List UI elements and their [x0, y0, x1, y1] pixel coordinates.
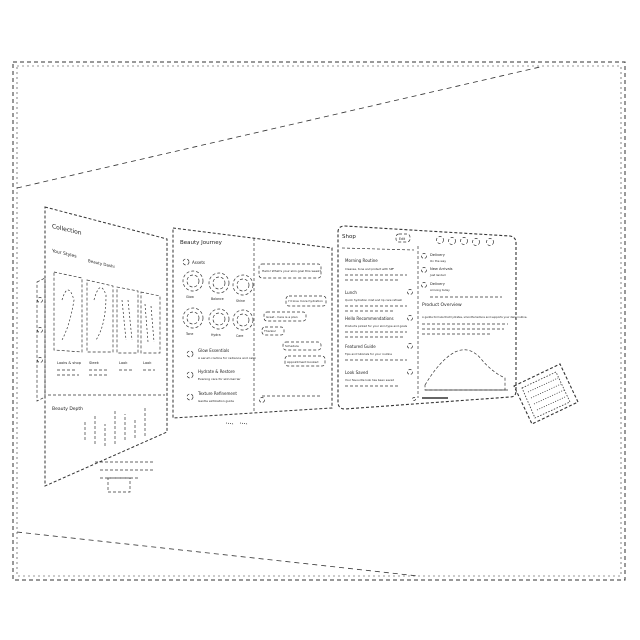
- feed-item-title-3: Hello Recommendations: [345, 316, 394, 321]
- right-panel-chip: Edit: [399, 237, 406, 241]
- feed-item-title-1: Morning Routine: [345, 258, 378, 263]
- middle-list-item-desc-3: Gentle exfoliation guide: [198, 399, 234, 403]
- chat-message-2: I'd love more hydration: [288, 299, 323, 303]
- middle-list: Glow Essentials A serum routine for radi…: [187, 348, 256, 403]
- feed-item-desc-4: Tips and tutorials for your routine: [344, 352, 392, 356]
- side-item-desc-2: Just landed: [429, 273, 446, 277]
- room-frame: [13, 62, 625, 580]
- middle-list-item-title-2: Hydrate & Restore: [198, 369, 235, 374]
- ring-label-4: Tone: [185, 332, 193, 336]
- middle-list-item-desc-1: A serum routine for radiance and calm: [198, 356, 256, 360]
- feed-item-title-2: Lunch: [345, 290, 357, 295]
- phone-device: [514, 364, 578, 424]
- ring-label-3: Shine: [236, 299, 245, 303]
- right-panel: Shop Edit Morning Routine Cleanse, tone …: [338, 226, 527, 409]
- ring-label-2: Balance: [211, 297, 224, 301]
- side-item-desc-3: Arriving today: [430, 288, 450, 292]
- left-panel: Collection Your Styles Beauty Dashi Look…: [37, 207, 167, 492]
- middle-list-item-title-1: Glow Essentials: [198, 348, 229, 353]
- left-card-caption-3: Look: [119, 361, 128, 365]
- side-item-title-1: Delivery: [430, 253, 446, 257]
- ring-label-1: Glow: [186, 295, 194, 299]
- side-item-desc-1: On the way: [430, 259, 446, 263]
- left-card-caption-1: Looks & shop: [57, 361, 82, 365]
- chat-message-5: Schedule: [285, 344, 299, 348]
- left-panel-subtitle: Your Styles: [51, 248, 77, 260]
- side-item-title-2: New Arrivals: [430, 267, 453, 271]
- middle-panel: Beauty Journey Assets Glow Balance Shine…: [173, 228, 332, 424]
- middle-panel-title: Beauty Journey: [180, 240, 223, 246]
- right-feed: Morning Routine Cleanse, tone and protec…: [344, 258, 413, 386]
- detail-area-chart: [425, 350, 505, 390]
- detail-title: Product Overview: [422, 302, 462, 308]
- feed-item-desc-1: Cleanse, tone and protect with SPF: [345, 267, 394, 271]
- left-panel-bottom-label: Beauty Depth: [52, 406, 83, 412]
- left-card-caption-4: Look: [143, 361, 152, 365]
- middle-list-item-desc-2: Evening care for skin barrier: [198, 377, 241, 381]
- right-panel-title: Shop: [342, 234, 356, 240]
- middle-chat: Hello! What's your skin goal this week? …: [259, 264, 326, 403]
- feed-item-title-5: Look Saved: [345, 370, 368, 375]
- side-item-title-3: Delivery: [430, 282, 446, 286]
- feed-item-desc-3: Products picked for your skin type and g…: [345, 324, 408, 328]
- chat-message-1: Hello! What's your skin goal this week?: [262, 269, 321, 273]
- feed-item-desc-2: Quick hydration mist and lip care refres…: [345, 298, 402, 302]
- middle-list-item-title-3: Texture Refinement: [197, 391, 237, 396]
- detail-text: A gentle formula that hydrates, smooths …: [422, 315, 527, 319]
- left-panel-category: Beauty Dashi: [88, 258, 115, 269]
- feed-item-desc-5: Your favourite look has been saved: [345, 378, 394, 382]
- chat-message-6: Appointment booked: [287, 360, 318, 364]
- feed-item-title-4: Featured Guide: [345, 344, 376, 349]
- right-side-list: Delivery On the way New Arrivals Just la…: [422, 253, 503, 297]
- ring-label-6: Care: [236, 334, 243, 338]
- left-card-caption-2: Sleek: [89, 361, 100, 365]
- middle-panel-section: Assets: [192, 260, 205, 265]
- left-panel-title: Collection: [52, 223, 82, 237]
- chat-message-4: Thanks!: [263, 329, 276, 333]
- ring-label-5: Hydra: [211, 333, 221, 337]
- chat-message-3: Great - here is a plan: [266, 315, 298, 319]
